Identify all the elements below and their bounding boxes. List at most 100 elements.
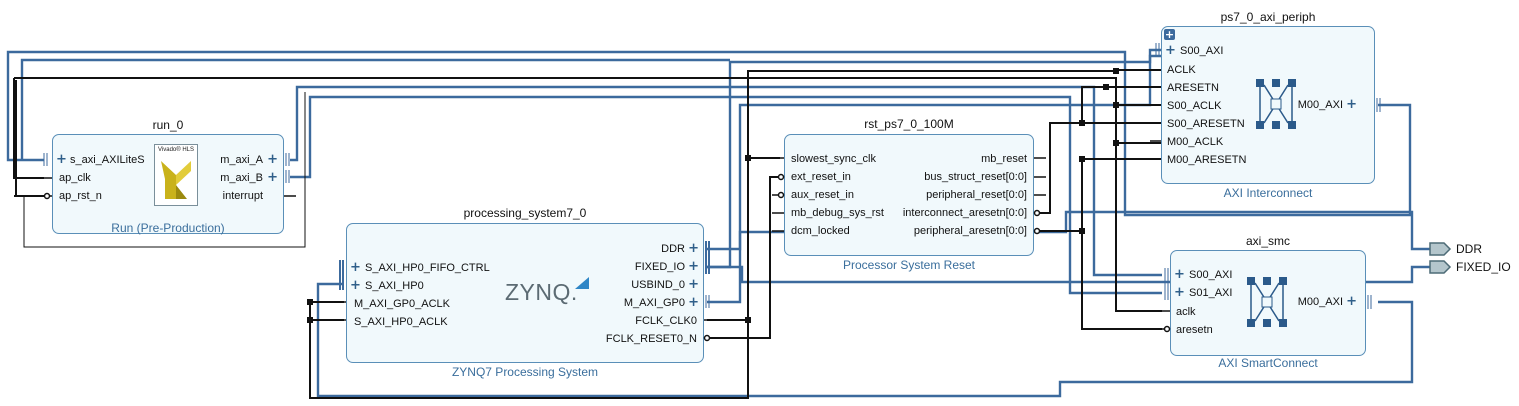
net-fclk-reset0-n <box>707 176 780 339</box>
net-periph-to-smc <box>1081 231 1162 330</box>
external-port-arrows <box>1429 242 1452 274</box>
run-0-title: run_0 <box>152 118 184 132</box>
bus-nets <box>6 48 1430 398</box>
net-peripheral-aresetn <box>1038 158 1162 232</box>
run-0-subtitle: Run (Pre-Production) <box>111 221 225 235</box>
expand-plus-icon[interactable]: + <box>350 260 361 275</box>
port-bus-struct-reset[interactable]: bus_struct_reset[0:0] <box>924 171 1027 183</box>
port-s01-axi[interactable]: S01_AXI <box>1189 287 1233 299</box>
port-s00-axi[interactable]: S00_AXI <box>1189 269 1233 281</box>
port-fixed-io[interactable]: FIXED_IO <box>634 261 685 273</box>
net-clk-bus-top <box>14 77 1162 144</box>
expand-plus-icon[interactable]: + <box>688 241 699 256</box>
bus-run-m-axi-b <box>290 95 1162 295</box>
port-m00-aclk[interactable]: M00_ACLK <box>1167 136 1224 148</box>
thin-nets <box>23 92 306 248</box>
port-m00-axi[interactable]: M00_AXI <box>1297 296 1343 308</box>
rst-subtitle: Processor System Reset <box>842 258 976 272</box>
port-mb-debug-sys-rst[interactable]: mb_debug_sys_rst <box>791 207 884 219</box>
rst-title: rst_ps7_0_100M <box>864 117 954 131</box>
port-fclk-reset0-n[interactable]: FCLK_RESET0_N <box>605 333 697 345</box>
port-aresetn[interactable]: aresetn <box>1176 324 1213 336</box>
net-clk-to-ps-gp0 <box>309 301 749 399</box>
ps7-title: processing_system7_0 <box>463 206 587 220</box>
port-fclk-clk0[interactable]: FCLK_CLK0 <box>635 315 697 327</box>
port-ddr[interactable]: DDR <box>661 243 685 255</box>
port-dcm-locked[interactable]: dcm_locked <box>791 225 850 237</box>
port-s-axi-hp0-fifo-ctrl[interactable]: S_AXI_HP0_FIFO_CTRL <box>365 262 490 274</box>
expand-plus-icon[interactable]: + <box>350 278 361 293</box>
interconnect-title: ps7_0_axi_periph <box>1220 10 1316 24</box>
port-interrupt[interactable]: interrupt <box>222 190 263 202</box>
bus-m00axi-to-run-s-axi <box>6 50 1412 217</box>
port-m-axi-b[interactable]: m_axi_B <box>220 172 263 184</box>
port-aclk[interactable]: ACLK <box>1167 64 1196 76</box>
expand-plus-icon[interactable]: + <box>1174 267 1185 282</box>
net-thin-run-aux <box>23 92 306 248</box>
port-m-axi-a[interactable]: m_axi_A <box>220 154 263 166</box>
port-aresetn[interactable]: ARESETN <box>1167 82 1219 94</box>
ddr-port-arrow <box>1429 242 1452 256</box>
port-s-axi-hp0[interactable]: S_AXI_HP0 <box>365 280 424 292</box>
port-ap-rst-n[interactable]: ap_rst_n <box>59 190 102 202</box>
interconnect-block[interactable]: + + S00_AXI ACLK ARESETN S00_ACLK S00_AR… <box>1161 26 1375 184</box>
bus-run-m-axi-a <box>290 85 1162 277</box>
collapse-plus-icon[interactable]: + <box>1164 28 1175 41</box>
zynq-logo-text: ZYNQ. <box>505 279 578 305</box>
port-aclk[interactable]: aclk <box>1176 306 1196 318</box>
port-s00-aresetn[interactable]: S00_ARESETN <box>1167 118 1245 130</box>
port-peripheral-aresetn[interactable]: peripheral_aresetn[0:0] <box>913 225 1027 237</box>
port-m00-aresetn[interactable]: M00_ARESETN <box>1167 154 1247 166</box>
junction-dots <box>307 68 1119 323</box>
port-m00-axi[interactable]: M00_AXI <box>1297 99 1343 111</box>
vivado-hls-logo: Vivado® HLS <box>154 144 198 206</box>
bus-m-axi-gp0 <box>707 54 1162 304</box>
expand-plus-icon[interactable]: + <box>688 277 699 292</box>
zynq-logo: ZYNQ. <box>505 277 589 305</box>
expand-plus-icon[interactable]: + <box>267 170 278 185</box>
rst-block[interactable]: slowest_sync_clk ext_reset_in aux_reset_… <box>784 134 1034 256</box>
expand-plus-icon[interactable]: + <box>56 152 67 167</box>
net-clk-to-run <box>13 78 44 179</box>
bus-fixed-io-ext <box>707 265 1430 284</box>
interconnect-subtitle: AXI Interconnect <box>1223 186 1313 200</box>
zynq-logo-mark-icon <box>575 277 589 289</box>
port-ap-clk[interactable]: ap_clk <box>59 172 91 184</box>
bus-run-loop <box>20 58 730 160</box>
port-usbind-0[interactable]: USBIND_0 <box>631 279 685 291</box>
crossbar-icon <box>1247 277 1287 327</box>
expand-plus-icon[interactable]: + <box>1165 43 1176 58</box>
port-interconnect-aresetn[interactable]: interconnect_aresetn[0:0] <box>902 207 1027 219</box>
ps7-block[interactable]: + S_AXI_HP0_FIFO_CTRL + S_AXI_HP0 M_AXI_… <box>346 223 704 363</box>
port-slowest-sync-clk[interactable]: slowest_sync_clk <box>791 153 876 165</box>
expand-plus-icon[interactable]: + <box>1346 97 1357 112</box>
expand-plus-icon[interactable]: + <box>1174 285 1185 300</box>
port-s00-axi[interactable]: S00_AXI <box>1180 45 1224 57</box>
net-fclk-clk0 <box>707 157 780 321</box>
smc-block[interactable]: + S00_AXI + S01_AXI aclk aresetn M00_AXI… <box>1170 250 1366 356</box>
smc-subtitle: AXI SmartConnect <box>1218 356 1318 370</box>
port-peripheral-reset[interactable]: peripheral_reset[0:0] <box>926 189 1027 201</box>
external-port-ddr-label[interactable]: DDR <box>1456 242 1482 256</box>
expand-plus-icon[interactable]: + <box>267 152 278 167</box>
net-interconnect-aresetn <box>1038 86 1162 214</box>
vivado-hls-logo-icon <box>161 161 191 199</box>
run-0-block[interactable]: + s_axi_AXILiteS ap_clk ap_rst_n Vivado®… <box>52 134 284 234</box>
ps7-subtitle: ZYNQ7 Processing System <box>451 365 599 379</box>
expand-plus-icon[interactable]: + <box>1346 294 1357 309</box>
port-s-axi-hp0-aclk[interactable]: S_AXI_HP0_ACLK <box>354 316 448 328</box>
net-clk-to-smc <box>1115 143 1162 312</box>
port-s-axi-axilites[interactable]: s_axi_AXILiteS <box>70 154 145 166</box>
port-aux-reset-in[interactable]: aux_reset_in <box>791 189 854 201</box>
expand-plus-icon[interactable]: + <box>688 295 699 310</box>
port-m-axi-gp0-aclk[interactable]: M_AXI_GP0_ACLK <box>354 298 450 310</box>
vivado-hls-logo-text: Vivado® HLS <box>158 147 194 153</box>
port-s00-aclk[interactable]: S00_ACLK <box>1167 100 1222 112</box>
port-ext-reset-in[interactable]: ext_reset_in <box>791 171 851 183</box>
crossbar-icon <box>1256 79 1296 129</box>
port-m-axi-gp0[interactable]: M_AXI_GP0 <box>623 297 685 309</box>
port-mb-reset[interactable]: mb_reset <box>981 153 1027 165</box>
expand-plus-icon[interactable]: + <box>688 259 699 274</box>
external-port-fixed-io-label[interactable]: FIXED_IO <box>1456 260 1511 274</box>
fixed-io-port-arrow <box>1429 260 1452 274</box>
